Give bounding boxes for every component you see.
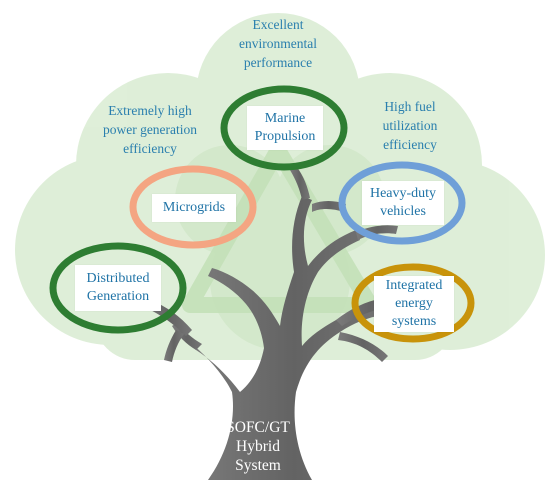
advantage-fuel-utilization: High fuel utilization efficiency (360, 97, 460, 154)
node-heavy-duty-vehicles: Heavy-duty vehicles (362, 181, 444, 225)
application-rings (49, 85, 475, 343)
advantage-line: power generation (102, 122, 198, 137)
node-microgrids: Microgrids (152, 194, 236, 222)
ring-microgrids (129, 165, 257, 249)
advantage-environmental: Excellent environmental performance (218, 15, 338, 72)
ring-integrated (351, 263, 475, 343)
advantage-line: performance (243, 55, 313, 70)
advantage-line: Excellent (252, 17, 304, 32)
advantage-line: High fuel (384, 99, 436, 114)
node-marine-propulsion: Marine Propulsion (247, 106, 323, 150)
advantage-power-efficiency: Extremely high power generation efficien… (80, 101, 220, 158)
advantage-line: efficiency (123, 141, 177, 156)
ring-distributed (49, 242, 187, 334)
advantage-line: utilization (382, 118, 438, 133)
recycle-symbol-icon (182, 142, 378, 313)
root-sofc-gt-hybrid-system: SOFC/GT Hybrid System (226, 419, 290, 474)
ring-heavy (338, 161, 466, 245)
advantage-line: Extremely high (108, 103, 192, 118)
node-distributed-generation: Distributed Generation (75, 265, 161, 311)
ring-marine (220, 85, 348, 171)
advantage-line: efficiency (383, 137, 437, 152)
node-integrated-energy-systems: Integrated energy systems (374, 276, 454, 332)
advantage-line: environmental (239, 36, 317, 51)
